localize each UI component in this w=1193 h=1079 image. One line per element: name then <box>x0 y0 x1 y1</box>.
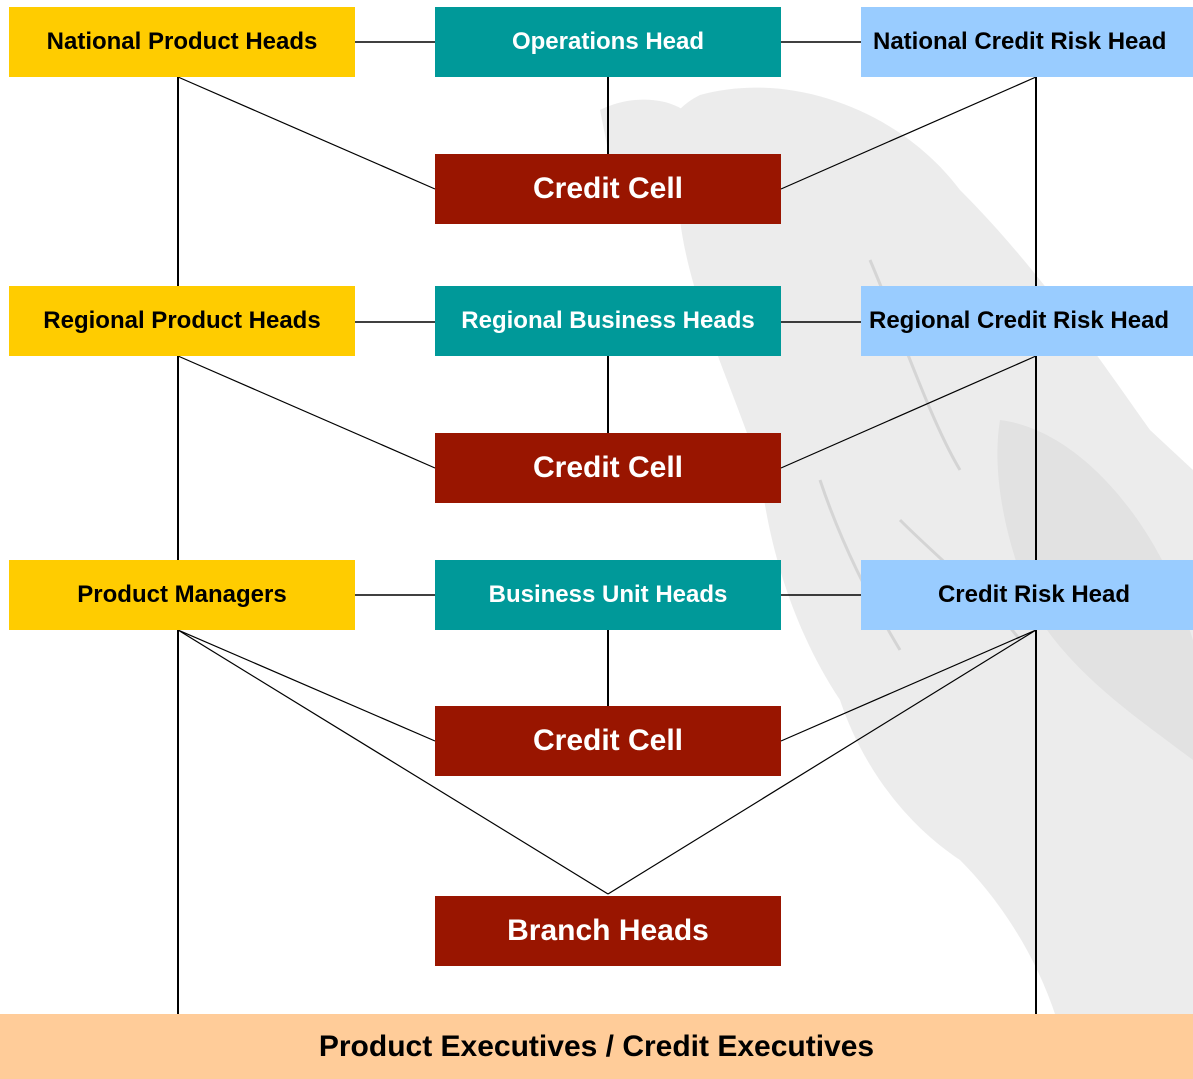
connector-risk-cell <box>780 629 1037 742</box>
regional-product-heads-box: Regional Product Heads <box>9 286 355 356</box>
regional-credit-risk-head-box: Regional Credit Risk Head <box>861 286 1193 356</box>
credit-risk-head-box: Credit Risk Head <box>861 560 1193 630</box>
business-unit-heads-box: Business Unit Heads <box>435 560 781 630</box>
operations-head-box: Operations Head <box>435 7 781 77</box>
connector-risk-branch <box>607 629 1037 895</box>
credit-cell-unit-box: Credit Cell <box>435 706 781 776</box>
credit-cell-regional-box: Credit Cell <box>435 433 781 503</box>
branch-heads-box: Branch Heads <box>435 896 781 966</box>
connector-managers-cell <box>177 629 436 742</box>
product-managers-box: Product Managers <box>9 560 355 630</box>
connector-national-risk-cell <box>780 76 1037 190</box>
national-credit-risk-head-box: National Credit Risk Head <box>861 7 1193 77</box>
regional-business-heads-box: Regional Business Heads <box>435 286 781 356</box>
connector-regional-product-cell <box>177 355 436 469</box>
connector-managers-branch <box>177 629 609 895</box>
national-product-heads-box: National Product Heads <box>9 7 355 77</box>
executives-bar: Product Executives / Credit Executives <box>0 1014 1193 1079</box>
connector-national-product-cell <box>177 76 436 190</box>
connector-regional-risk-cell <box>780 355 1037 469</box>
credit-cell-national-box: Credit Cell <box>435 154 781 224</box>
